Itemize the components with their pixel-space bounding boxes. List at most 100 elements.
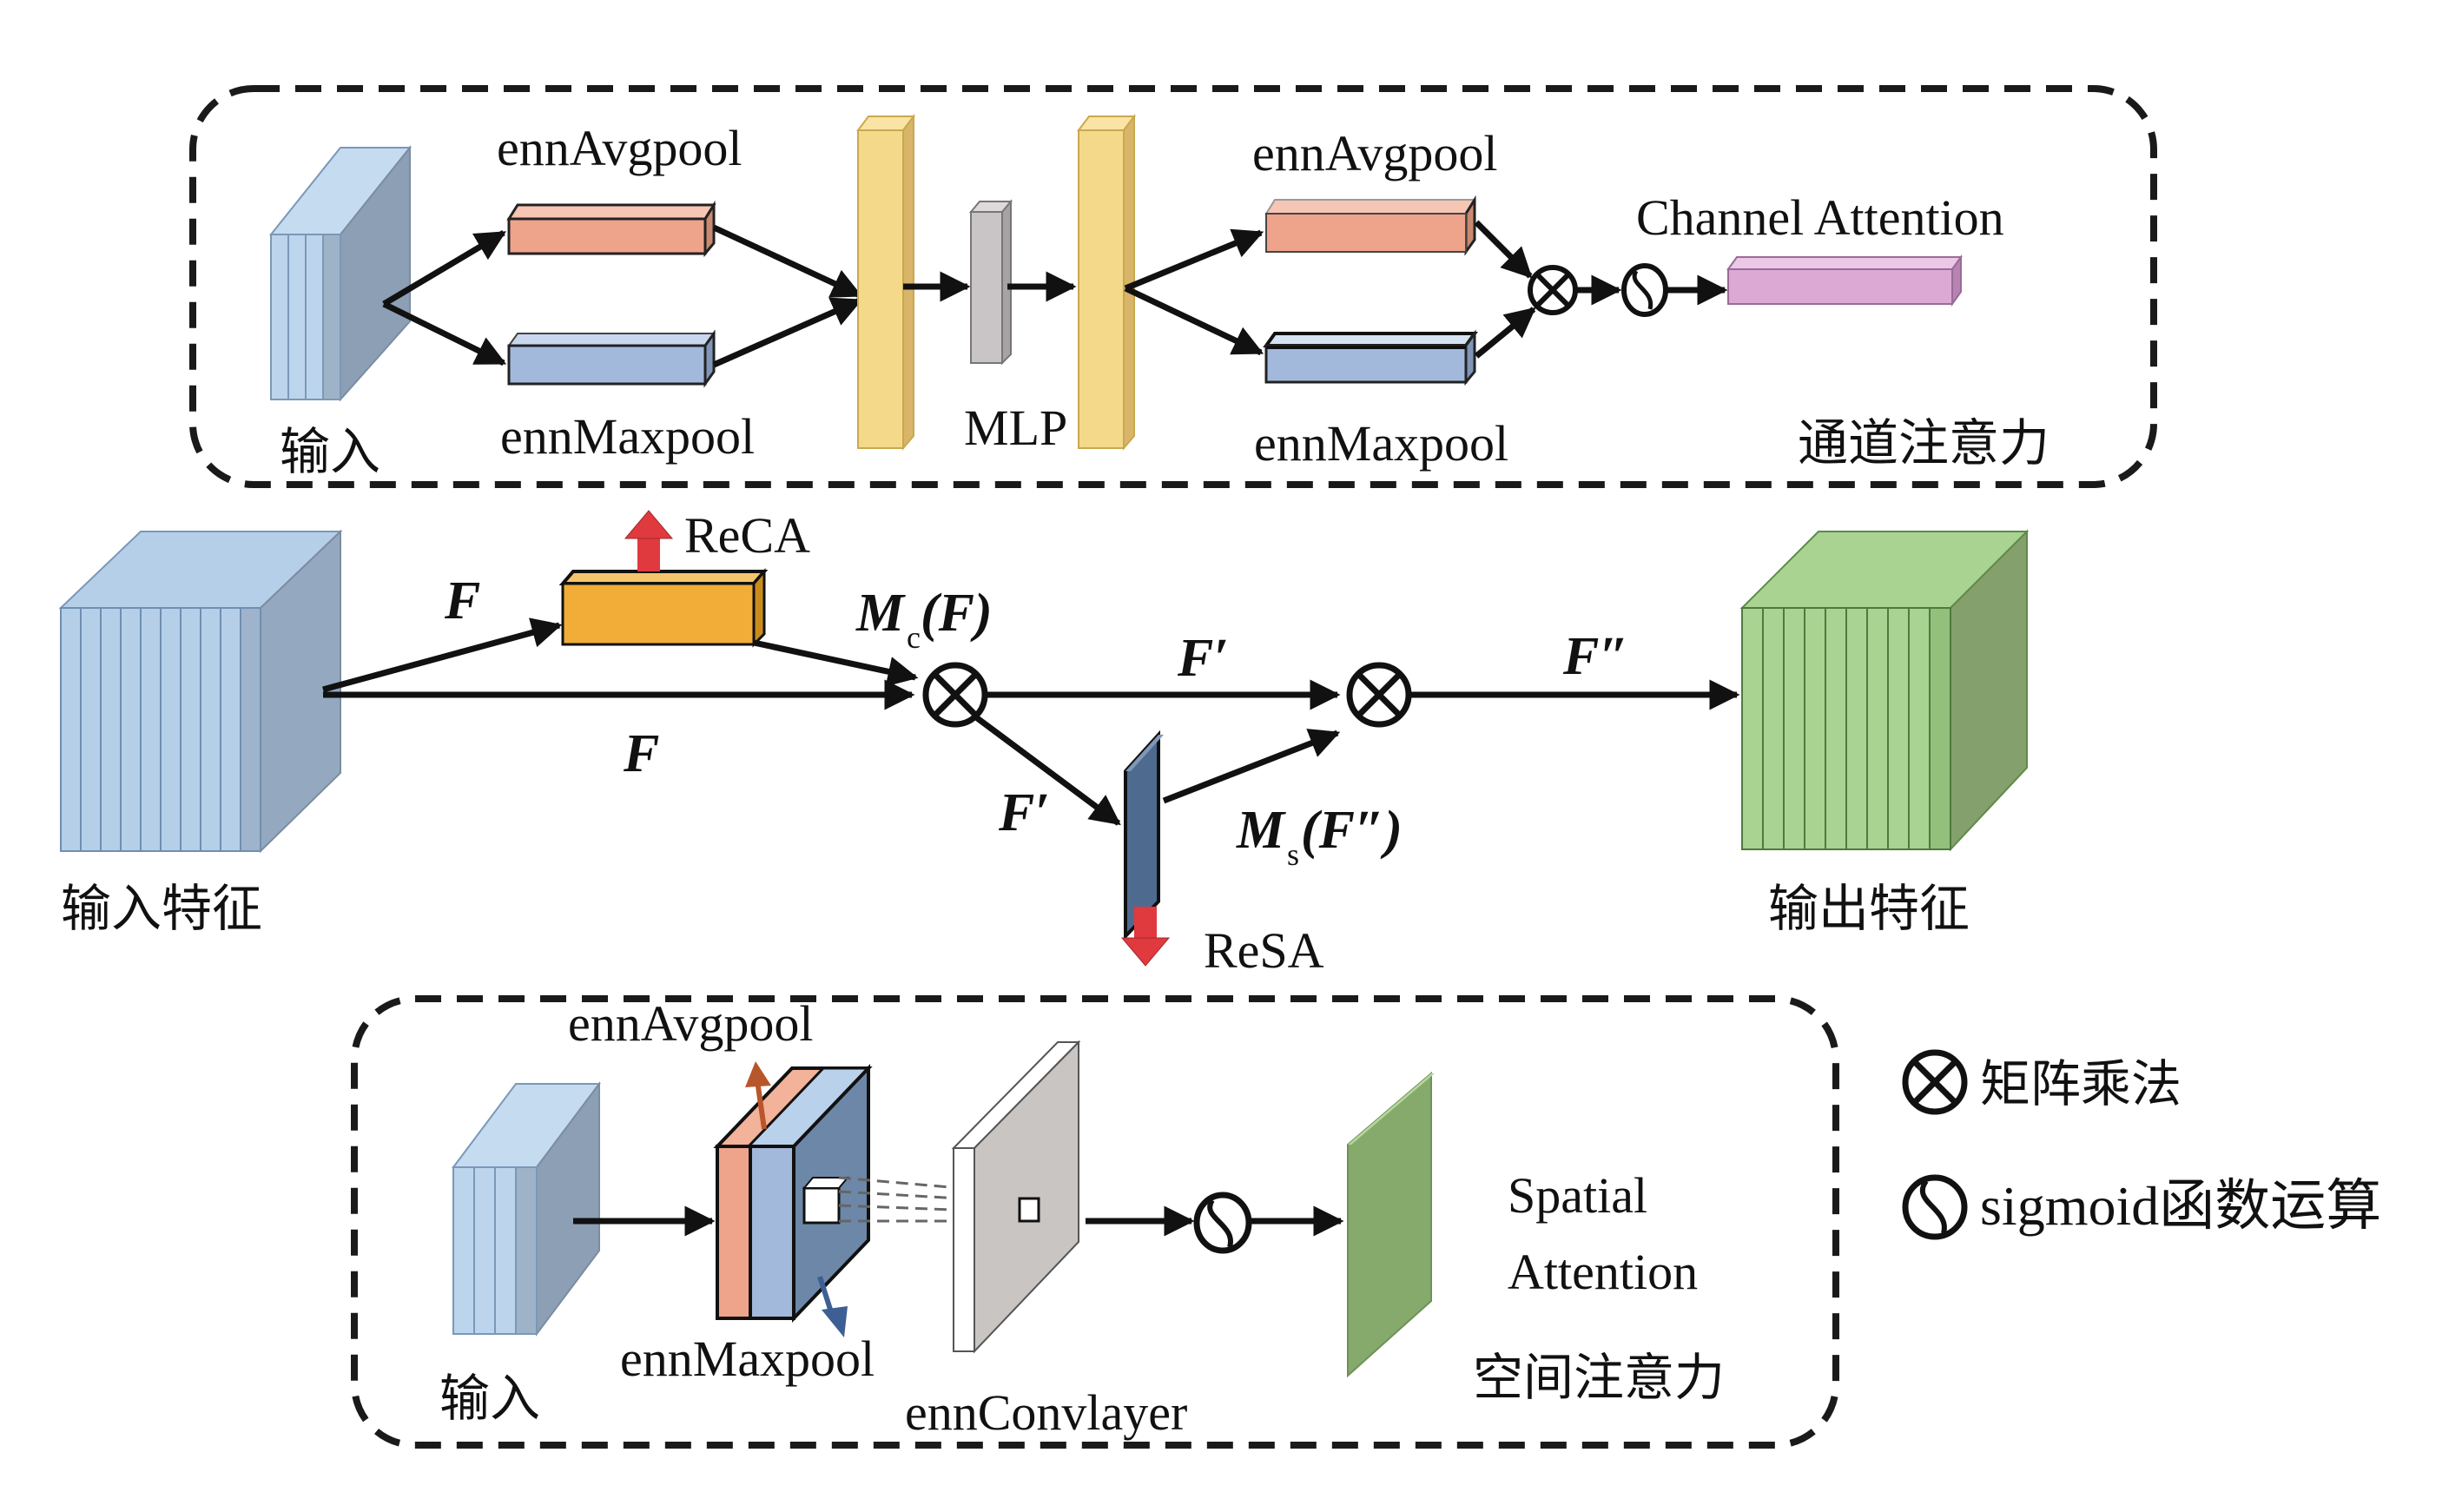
mc-label: M c (F) bbox=[855, 584, 993, 655]
ca-maxpool-block-2 bbox=[1263, 329, 1478, 386]
legend-label-sigmoid: sigmoid函数运算 bbox=[1980, 1175, 2381, 1237]
resa-block bbox=[1124, 730, 1164, 941]
legend-item-multiply: 矩阵乘法 bbox=[1902, 1049, 2181, 1115]
sa-conv-label: ennConvlayer bbox=[905, 1384, 1187, 1441]
sa-avgpool-label: ennAvgpool bbox=[568, 995, 813, 1052]
sa-input-label: 输入 bbox=[439, 1369, 540, 1428]
sa-avgpool-arrow-icon bbox=[745, 1061, 771, 1087]
edge-label-f-prime-top: F′ bbox=[1177, 629, 1229, 688]
ms-symbol: M bbox=[1236, 801, 1286, 860]
ca-arrow-max-to-mlp bbox=[712, 297, 863, 368]
reca-block bbox=[558, 567, 769, 648]
ca-maxpool-block-1 bbox=[507, 329, 716, 388]
legend-item-sigmoid: sigmoid函数运算 bbox=[1902, 1174, 2381, 1240]
ca-avgpool-block-2 bbox=[1264, 195, 1476, 256]
multiply-1-icon bbox=[922, 662, 988, 728]
mlp-input-layer bbox=[856, 114, 915, 451]
sa-maxpool-label: ennMaxpool bbox=[620, 1330, 875, 1387]
ca-avgpool-label-2: ennAvgpool bbox=[1252, 125, 1497, 182]
ca-multiply-icon bbox=[1528, 265, 1578, 315]
sa-input-feature-stack bbox=[452, 1081, 601, 1337]
channel-attention-output-label: Channel Attention bbox=[1636, 189, 2004, 246]
feature-slice bbox=[1804, 607, 1826, 850]
ms-label: M s (F″) bbox=[1236, 801, 1403, 872]
ca-arrow-input-to-max bbox=[382, 300, 507, 366]
edge-label-f-direct: F bbox=[623, 724, 659, 783]
ca-input-feature-stack bbox=[268, 145, 413, 402]
edge-resa-to-multiply2 bbox=[1162, 729, 1341, 804]
edge-label-f-to-reca: F bbox=[444, 571, 480, 631]
sa-avgpool-arrow-stem bbox=[755, 1080, 767, 1130]
ca-sigmoid-icon bbox=[1621, 263, 1668, 317]
feature-slice bbox=[220, 607, 241, 852]
feature-slice bbox=[1866, 607, 1889, 850]
ca-arrow-mlp-to-avg2 bbox=[1124, 228, 1264, 292]
feature-slice bbox=[80, 607, 102, 852]
edge-label-f-prime-bottom: F′ bbox=[998, 783, 1050, 842]
feature-slice bbox=[180, 607, 201, 852]
ms-argument: (F″) bbox=[1301, 801, 1403, 860]
ca-avgpool-block-1 bbox=[506, 200, 716, 258]
feature-slice bbox=[1783, 607, 1805, 850]
edge-input-to-reca bbox=[322, 617, 563, 693]
ca-avgpool-label-1: ennAvgpool bbox=[497, 120, 742, 176]
spatial-attention-label-line1: Spatial bbox=[1508, 1167, 1647, 1224]
ca-arrow-input-to-avg bbox=[382, 229, 507, 307]
feature-slice bbox=[240, 607, 261, 852]
ca-input-label: 输入 bbox=[280, 422, 380, 481]
mlp-label: MLP bbox=[964, 399, 1067, 456]
input-feature-stack bbox=[58, 529, 343, 854]
ca-arrow-max2-to-mult bbox=[1474, 307, 1536, 359]
feature-slice bbox=[120, 607, 142, 852]
edge-label-f-double-prime: F″ bbox=[1562, 627, 1629, 686]
sa-maxpool-arrow-icon bbox=[822, 1306, 848, 1337]
feature-slice bbox=[60, 607, 82, 852]
sa-conv-layer-plane bbox=[951, 1040, 1081, 1354]
ca-arrow-avg-to-mlp bbox=[712, 224, 863, 299]
channel-attention-output-block bbox=[1726, 254, 1963, 307]
mc-subscript: c bbox=[907, 620, 921, 655]
resa-label: ReSA bbox=[1204, 922, 1324, 979]
reca-up-arrow-icon bbox=[624, 510, 674, 571]
feature-slice bbox=[1741, 607, 1764, 850]
ms-subscript: s bbox=[1287, 837, 1299, 872]
channel-attention-title: 通道注意力 bbox=[1798, 413, 2049, 472]
sa-sigmoid-icon bbox=[1193, 1192, 1252, 1254]
feature-slice bbox=[1887, 607, 1910, 850]
feature-slice bbox=[140, 607, 162, 852]
feature-slice bbox=[100, 607, 122, 852]
ca-maxpool-label-1: ennMaxpool bbox=[500, 408, 755, 465]
channel-attention-boundary bbox=[189, 85, 2157, 488]
legend-label-multiply: 矩阵乘法 bbox=[1980, 1054, 2181, 1113]
output-feature-stack bbox=[1739, 529, 2030, 852]
spatial-attention-title: 空间注意力 bbox=[1473, 1348, 1725, 1407]
mc-argument: (F) bbox=[921, 584, 993, 643]
legend: 矩阵乘法 sigmoid函数运算 bbox=[1902, 1049, 2381, 1240]
output-feature-label: 输出特征 bbox=[1768, 879, 1970, 938]
edge-reca-to-multiply bbox=[753, 639, 919, 687]
feature-slice bbox=[1929, 607, 1951, 850]
sigmoid-icon bbox=[1902, 1174, 1968, 1240]
feature-slice bbox=[1908, 607, 1931, 850]
feature-slice bbox=[160, 607, 182, 852]
sa-pooled-block bbox=[713, 1064, 873, 1323]
feature-slice bbox=[1825, 607, 1847, 850]
reca-label: ReCA bbox=[684, 507, 810, 564]
mc-symbol: M bbox=[855, 584, 906, 643]
feature-slice bbox=[1845, 607, 1868, 850]
multiply-2-icon bbox=[1346, 662, 1412, 728]
ca-maxpool-label-2: ennMaxpool bbox=[1254, 415, 1508, 472]
edge-multiply1-to-resa bbox=[974, 715, 1121, 826]
feature-slice bbox=[1762, 607, 1785, 850]
conv-projection-lines bbox=[838, 1176, 1022, 1223]
channel-attention-module: 输入 ennAvgpool ennMaxpool bbox=[189, 85, 2157, 488]
ca-arrow-avg2-to-mult bbox=[1474, 220, 1533, 279]
input-feature-label: 输入特征 bbox=[61, 879, 262, 938]
spatial-attention-boundary bbox=[351, 995, 1839, 1449]
spatial-attention-label-line2: Attention bbox=[1508, 1244, 1698, 1300]
main-flow: 输入特征 ReCA F F M c (F) F′ bbox=[58, 507, 2030, 979]
feature-slice bbox=[200, 607, 221, 852]
resa-down-arrow-icon bbox=[1120, 907, 1171, 967]
spatial-attention-module: 输入 ennAvgpool ennMaxpool bbox=[351, 995, 1839, 1449]
